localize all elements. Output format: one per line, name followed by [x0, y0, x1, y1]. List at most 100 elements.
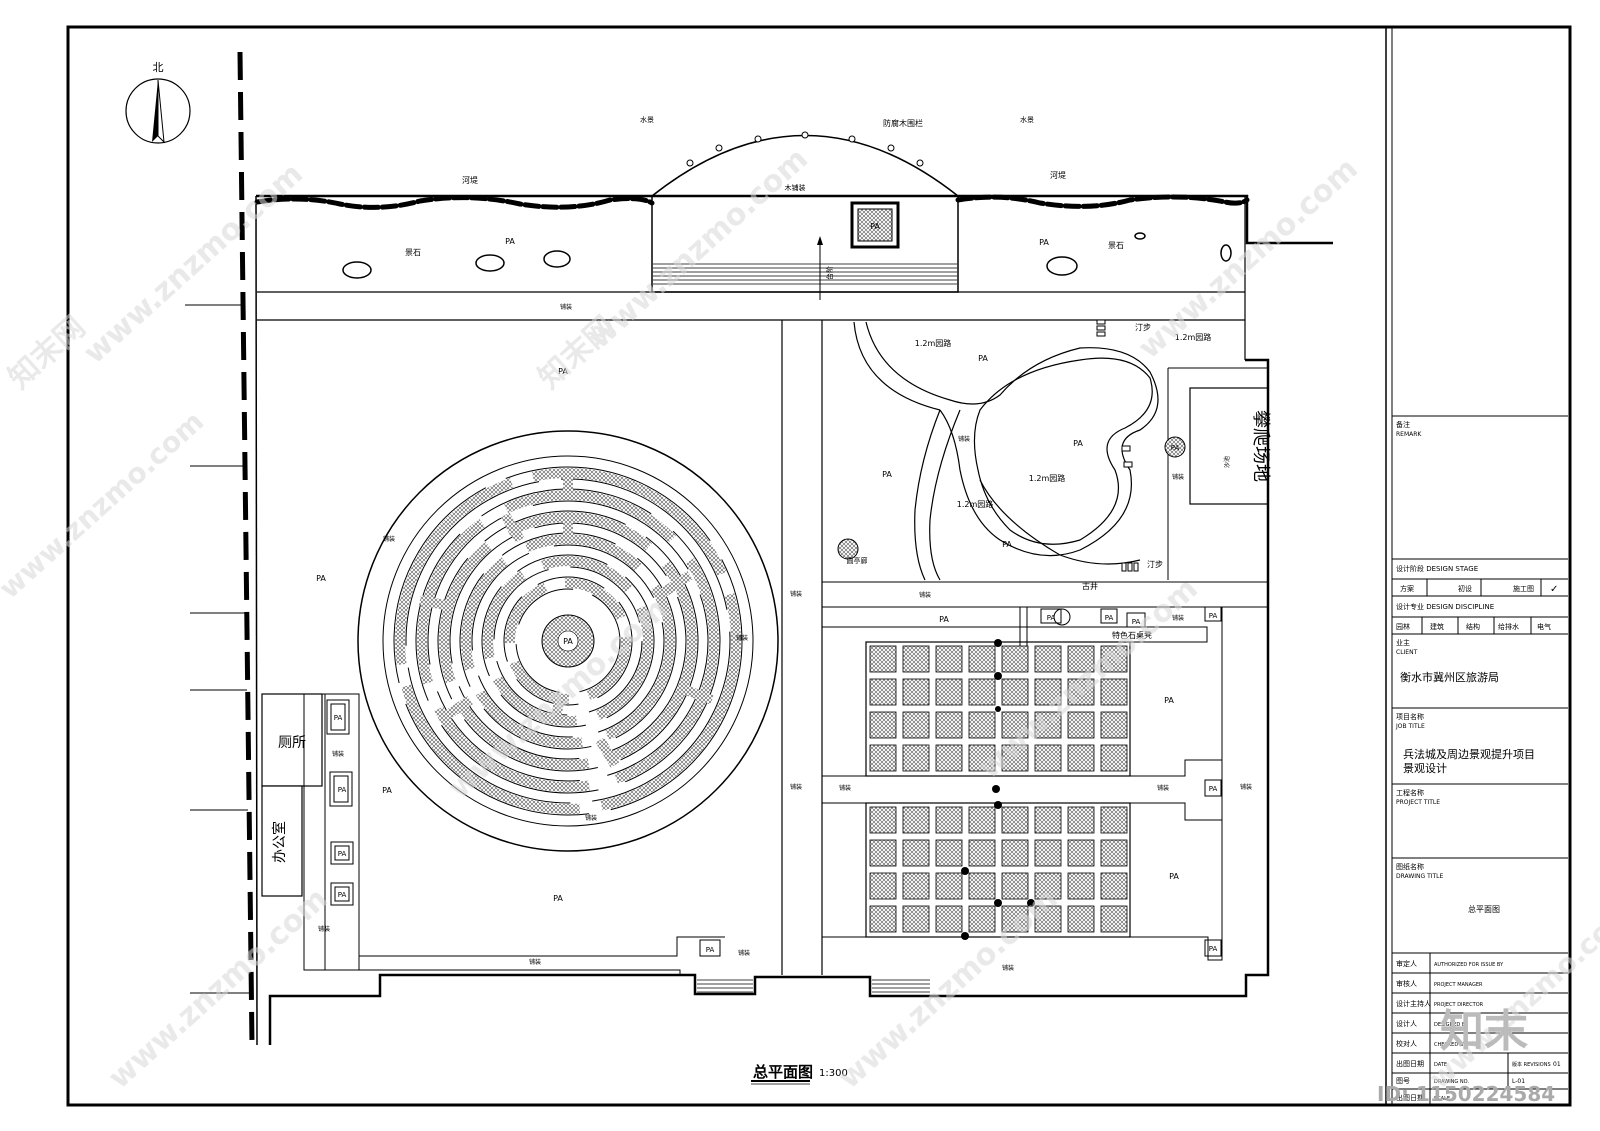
svg-text:台阶: 台阶: [825, 266, 834, 280]
svg-text:www.znzmo.com: www.znzmo.com: [0, 405, 210, 606]
svg-text:www.znzmo.com: www.znzmo.com: [582, 141, 815, 356]
svg-text:铺装: 铺装: [790, 590, 802, 598]
svg-text:铺装: 铺装: [919, 591, 931, 599]
paving-tile: [1034, 872, 1062, 900]
paving-tile: [869, 711, 897, 739]
svg-text:1.2m园路: 1.2m园路: [1029, 473, 1066, 483]
svg-text:PA: PA: [978, 354, 988, 363]
paving-tile: [1001, 905, 1029, 933]
svg-text:PA: PA: [505, 237, 515, 246]
svg-text:特色石桌凳: 特色石桌凳: [1112, 630, 1152, 640]
watermark-logo: 知末: [1440, 1006, 1528, 1057]
paving-tile: [1067, 744, 1095, 772]
paving-tile: [1100, 839, 1128, 867]
job-line1: 兵法城及周边景观提升项目: [1403, 747, 1535, 761]
client-cn: 业主: [1396, 638, 1410, 647]
svg-text:PA: PA: [1132, 618, 1141, 626]
toilet-building: [261, 693, 323, 787]
plaza-marker-dots: [961, 639, 1035, 940]
svg-text:DESIGNED BY: DESIGNED BY: [1434, 1022, 1469, 1028]
svg-text:知末网: 知末网: [2, 310, 92, 396]
svg-text:PA: PA: [1209, 612, 1218, 620]
job-line2: 景观设计: [1403, 762, 1447, 775]
svg-text:www.znzmo.com: www.znzmo.com: [102, 881, 335, 1096]
svg-text:01: 01: [1553, 1061, 1561, 1068]
svg-text:出图日期: 出图日期: [1396, 1093, 1424, 1102]
svg-text:PA: PA: [1105, 614, 1114, 622]
svg-text:电气: 电气: [1537, 622, 1551, 631]
toilet-label: 厕所: [278, 735, 306, 751]
paving-tile: [1001, 711, 1029, 739]
svg-text:铺装: 铺装: [790, 783, 802, 791]
svg-text:SCALE: SCALE: [1434, 1096, 1450, 1102]
svg-text:www.znzmo.com: www.znzmo.com: [1132, 151, 1365, 366]
svg-text:铺装: 铺装: [529, 958, 541, 966]
svg-text:设计人: 设计人: [1396, 1019, 1417, 1028]
svg-text:PROJECT MANAGER: PROJECT MANAGER: [1434, 982, 1483, 988]
svg-text:PA: PA: [939, 615, 949, 624]
paving-tile: [1100, 872, 1128, 900]
paving-tile: [968, 678, 996, 706]
paving-tile: [869, 806, 897, 834]
stage-check: ✓: [1550, 584, 1558, 595]
svg-text:PA: PA: [316, 574, 326, 583]
steps: [653, 263, 957, 285]
svg-text:PA: PA: [1169, 872, 1179, 881]
adjacent-lines: [185, 304, 250, 994]
job-en: JOB TITLE: [1395, 723, 1425, 730]
svg-text:水景: 水景: [1020, 115, 1034, 124]
office-building: [261, 785, 303, 897]
planter-boxes: [326, 699, 354, 906]
svg-text:1.2m园路: 1.2m园路: [1175, 332, 1212, 342]
svg-text:水景: 水景: [640, 115, 654, 124]
paving-tile: [1034, 806, 1062, 834]
paving-tile: [935, 872, 963, 900]
job-cn: 项目名称: [1396, 712, 1424, 721]
paving-tile: [1034, 839, 1062, 867]
svg-text:DATE: DATE: [1434, 1062, 1447, 1068]
bottom-steps: [697, 979, 930, 993]
svg-text:PA: PA: [553, 894, 563, 903]
svg-text:方案: 方案: [1400, 584, 1414, 593]
svg-text:PA: PA: [382, 786, 392, 795]
svg-text:铺装: 铺装: [839, 784, 851, 792]
paving-tile: [1067, 645, 1095, 673]
svg-text:铺装: 铺装: [585, 814, 597, 822]
svg-text:铺装: 铺装: [1240, 783, 1252, 791]
svg-text:铺装: 铺装: [383, 535, 395, 543]
svg-text:圆亭廊: 圆亭廊: [847, 556, 868, 565]
north-label: 北: [153, 61, 164, 74]
svg-text:古井: 古井: [1082, 581, 1098, 591]
svg-text:审定人: 审定人: [1396, 959, 1417, 968]
sheet-border: [66, 25, 1572, 1107]
svg-text:河堤: 河堤: [1050, 170, 1066, 180]
boundary-dash-line: [237, 51, 255, 1046]
remark-en: REMARK: [1396, 431, 1422, 438]
paving-tile: [1100, 744, 1128, 772]
paving-tile: [1001, 872, 1029, 900]
paving-tile: [869, 839, 897, 867]
garden-paths: [853, 321, 1159, 581]
paving-tile: [869, 645, 897, 673]
svg-text:总平面图: 总平面图: [753, 1063, 813, 1081]
paving-tile: [902, 645, 930, 673]
svg-text:铺装: 铺装: [1172, 473, 1184, 481]
svg-text:PROJECT DIRECTOR: PROJECT DIRECTOR: [1434, 1002, 1484, 1008]
svg-text:木铺装: 木铺装: [785, 183, 806, 192]
svg-text:PA: PA: [1002, 540, 1012, 549]
paving-tile: [935, 645, 963, 673]
paving-tile: [1001, 678, 1029, 706]
paving-tile: [935, 839, 963, 867]
river-bank-rocks: [254, 194, 1250, 210]
paving-tile: [935, 905, 963, 933]
svg-text:园林: 园林: [1396, 622, 1410, 631]
paving-tile: [968, 645, 996, 673]
svg-text:L-01: L-01: [1512, 1078, 1525, 1085]
svg-text:汀步: 汀步: [1135, 323, 1151, 332]
watermark-id: ID: 1150224584: [1377, 1082, 1555, 1106]
svg-text:版本 REVISIONS: 版本 REVISIONS: [1512, 1061, 1551, 1068]
paving-tile: [869, 678, 897, 706]
circular-maze: PA 铺装 铺装 铺装: [357, 430, 779, 852]
svg-text:景石: 景石: [1108, 241, 1124, 250]
